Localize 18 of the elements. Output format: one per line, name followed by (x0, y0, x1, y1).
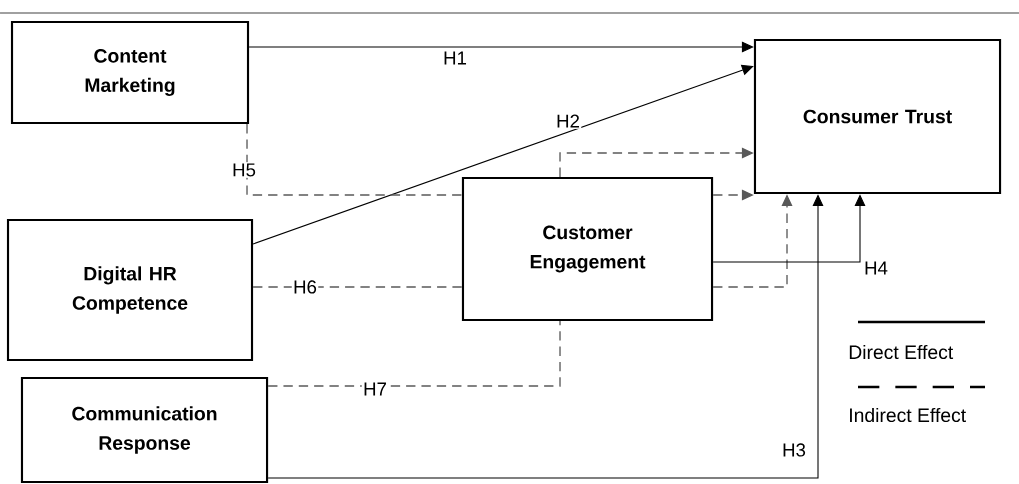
edge-label: H1 (441, 50, 469, 66)
construct-box: Communication Response (20, 376, 269, 484)
edge-label: H6 (291, 279, 319, 295)
arrow (252, 64, 754, 245)
arrow (267, 194, 824, 479)
legend-label: Indirect Effect (850, 407, 966, 423)
construct-box: Content Marketing (10, 20, 250, 125)
edge-label: H3 (780, 442, 808, 458)
edge-label: H2 (554, 113, 582, 129)
arrow (248, 41, 754, 53)
arrow (712, 194, 866, 263)
edge-label: H7 (361, 381, 389, 397)
legend-label: Direct Effect (849, 344, 954, 360)
construct-box: Customer Engagement (461, 176, 714, 322)
construct-box: Consumer Trust (753, 38, 1002, 195)
edge-label: H5 (230, 162, 258, 178)
edge-label: H4 (862, 260, 890, 276)
construct-box: Digital HR Competence (6, 218, 254, 362)
